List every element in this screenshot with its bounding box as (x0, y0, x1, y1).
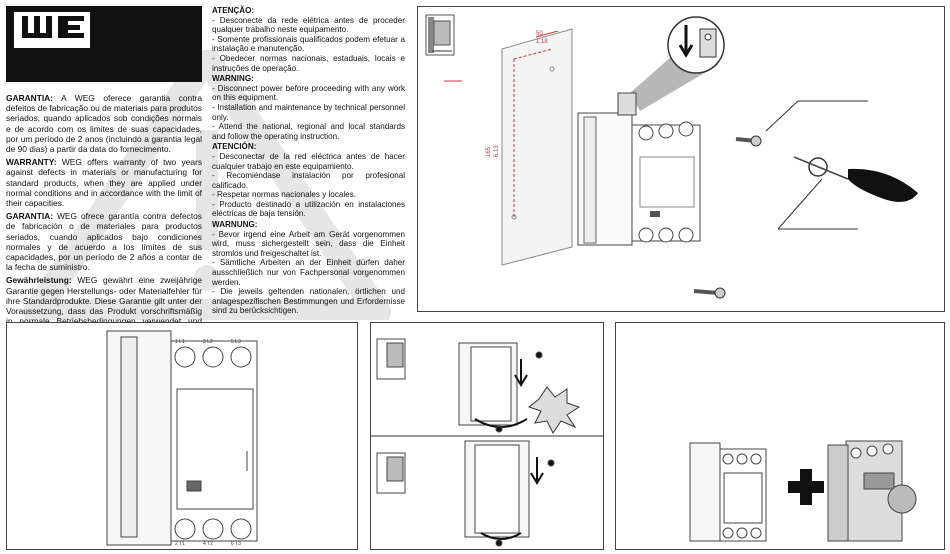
warning-line: - Die jeweils geltenden nationalen, örtl… (212, 287, 405, 316)
warning-line: - Recomiéndase instalación por profesion… (212, 171, 405, 190)
safety-warning-column: ATENÇÃO:- Desconecte da rede elétrica an… (212, 5, 405, 316)
warning-heading: ATENÇÃO: (212, 6, 255, 15)
top-terminal-2: 3 L2 (203, 339, 213, 345)
dim-horizontal-inch: 1.18 (536, 39, 548, 45)
warning-line: - Obedecer normas nacionais, estaduais, … (212, 53, 405, 73)
contactor-plus-motor-starter-panel (615, 322, 945, 550)
warning-line: - Respetar normas nacionales y locales. (212, 190, 356, 200)
warning-heading: WARNUNG: (212, 220, 258, 230)
bottom-terminal-2: 4 T2 (203, 541, 213, 547)
warning-line: - Producto destinado a utilización en in… (212, 199, 405, 219)
warning-line: - Desconectar de la red eléctrica antes … (212, 151, 405, 171)
warranty-heading: GARANTIA: (6, 93, 53, 103)
warranty-body: A WEG oferece garantia contra defeitos d… (6, 93, 202, 155)
bottom-terminal-3: 6 T3 (231, 541, 241, 547)
warning-heading: ATENCIÓN: (212, 142, 257, 152)
warning-line: - Somente profissionais qualificados pod… (212, 34, 405, 54)
warning-line: - Bevor irgend eine Arbeit am Gerät vorg… (212, 229, 405, 258)
dim-vertical: 165 (486, 146, 492, 157)
warning-line: - Installation and maintenance by techni… (212, 102, 405, 122)
warning-line: - Attend the national, regional and loca… (212, 122, 405, 141)
warning-heading: WARNING: (212, 74, 254, 84)
warning-line: - Disconnect power before proceeding wit… (212, 83, 405, 103)
top-terminal-3: 5 L3 (231, 339, 241, 345)
rail-removal-diagram-panel (370, 322, 604, 550)
top-terminal-1: 1 L1 (175, 339, 185, 345)
warranty-text-column: GARANTIA: A WEG oferece garantia contra … (6, 93, 202, 340)
dim-vertical-inch: 6.13 (494, 145, 500, 157)
logo-text: WEG (52, 45, 55, 47)
mounting-inset-icon (425, 14, 455, 56)
warranty-paragraph: GARANTIA: WEG ofrece garantía contra def… (6, 211, 202, 272)
contactor-illustration (577, 92, 701, 246)
warranty-paragraph: WARRANTY: WEG offers warranty of two yea… (6, 157, 202, 208)
warning-line: - Desconecte da rede elétrica antes de p… (212, 15, 405, 35)
warranty-heading: GARANTIA: (6, 211, 53, 222)
warranty-heading: Gewährleistung: (6, 275, 72, 286)
weg-logo: WEG (6, 6, 202, 82)
plus-icon (788, 469, 824, 505)
warning-line: - Sämtliche Arbeiten an der Einheit dürf… (212, 258, 405, 287)
warranty-body: WEG offers warranty of two years against… (6, 157, 203, 209)
bottom-terminal-1: 2 T1 (175, 541, 185, 547)
warranty-paragraph: GARANTIA: A WEG oferece garantia contra … (6, 93, 202, 154)
warranty-heading: WARRANTY: (6, 157, 57, 168)
dim-horizontal: 50 (536, 31, 543, 37)
warranty-body: WEG ofrece garantía contra defectos de f… (6, 211, 202, 273)
contactor-front-view-panel: 1 L1 3 L2 5 L3 2 T1 4 T2 6 T3 (6, 322, 358, 550)
mounting-diagram-panel: 50 1.18 165 6.13 (417, 6, 945, 312)
